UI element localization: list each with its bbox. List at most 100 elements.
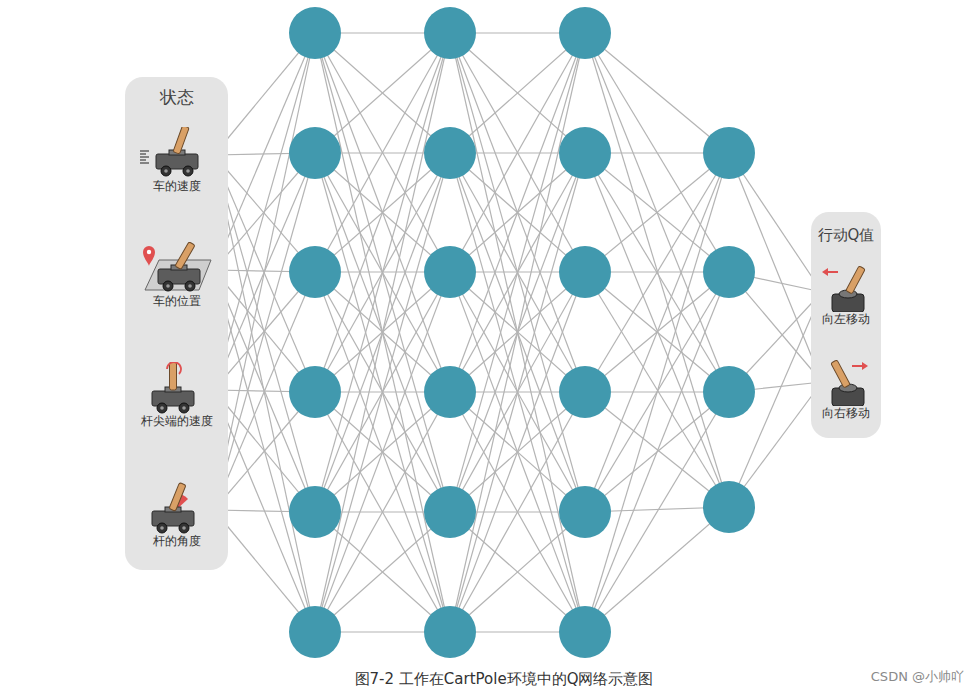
- item-icon: [816, 266, 876, 312]
- panel-heading: 行动Q值: [811, 226, 881, 245]
- pole: [169, 483, 186, 512]
- neuron: [703, 366, 755, 418]
- weight-line: [315, 33, 450, 392]
- item-icon: [137, 127, 217, 179]
- group-panel: 状态车的速度车的位置杆尖端的速度杆的角度: [125, 77, 228, 570]
- pole: [173, 127, 189, 154]
- location-pin: [143, 246, 155, 266]
- state-item: 杆尖端的速度: [131, 362, 222, 429]
- cart-icon: [152, 362, 194, 413]
- neuron: [424, 246, 476, 298]
- weight-line: [585, 153, 729, 512]
- pin-dot: [146, 250, 150, 254]
- neuron: [424, 127, 476, 179]
- neuron: [559, 7, 611, 59]
- group-panel: 行动Q值向左移动向右移动: [811, 212, 881, 438]
- neuron: [289, 486, 341, 538]
- wheel: [179, 523, 189, 533]
- item-label: 向左移动: [815, 312, 877, 327]
- weight-line: [315, 272, 450, 632]
- weight-line: [315, 272, 450, 632]
- neuron: [559, 606, 611, 658]
- watermark: CSDN @小帅吖: [869, 668, 966, 686]
- icon-speed: [140, 127, 198, 176]
- neuron: [289, 127, 341, 179]
- neuron: [559, 486, 611, 538]
- move-arrowhead: [862, 362, 868, 370]
- speed-mark: [140, 159, 146, 160]
- panel-heading: 状态: [125, 86, 228, 109]
- weight-line: [450, 272, 585, 632]
- neuron: [289, 366, 341, 418]
- item-icon: [137, 242, 217, 294]
- weight-line: [450, 512, 585, 632]
- wheel: [161, 166, 171, 176]
- state-item: 杆的角度: [131, 482, 222, 549]
- weight-line: [214, 153, 315, 510]
- icon-left: [822, 266, 865, 312]
- weight-line: [585, 153, 729, 272]
- cart-icon: [158, 242, 200, 291]
- wheel: [183, 166, 193, 176]
- hub: [160, 406, 164, 410]
- hub: [164, 169, 168, 173]
- weight-line: [585, 33, 729, 392]
- weight-line: [315, 33, 450, 632]
- weight-line: [450, 33, 585, 153]
- hub: [166, 284, 170, 288]
- weight-line: [450, 33, 585, 392]
- item-icon: [137, 362, 217, 414]
- neuron: [703, 246, 755, 298]
- speed-mark: [140, 162, 149, 163]
- neuron: [289, 606, 341, 658]
- speed-mark: [140, 153, 146, 154]
- neuron: [424, 486, 476, 538]
- neuron: [424, 366, 476, 418]
- neuron: [424, 7, 476, 59]
- item-label: 车的位置: [131, 294, 222, 309]
- hub: [182, 526, 186, 530]
- weight-line: [450, 33, 585, 632]
- cart-icon: [152, 483, 194, 533]
- weight-line: [585, 33, 729, 153]
- tip-motion: [167, 362, 181, 374]
- weight-line: [450, 33, 585, 632]
- hub: [188, 284, 192, 288]
- state-item: 车的速度: [131, 127, 222, 194]
- cart-body: [152, 391, 194, 406]
- speed-mark: [140, 150, 149, 151]
- weight-line: [315, 512, 450, 632]
- weight-line: [450, 272, 585, 632]
- neuron: [703, 127, 755, 179]
- icon-tip: [152, 362, 194, 413]
- icon-right: [831, 360, 868, 406]
- item-icon: [137, 482, 217, 534]
- move-arrowhead: [822, 268, 828, 276]
- icon-position: [143, 242, 211, 291]
- weight-line: [585, 272, 729, 632]
- item-label: 车的速度: [131, 179, 222, 194]
- cart-body: [152, 511, 194, 526]
- wheel: [185, 281, 195, 291]
- cart-body: [158, 269, 200, 284]
- neurons: [289, 7, 755, 658]
- pole: [169, 362, 176, 390]
- neuron: [703, 481, 755, 533]
- weight-line: [315, 33, 450, 632]
- speed-mark: [140, 156, 149, 157]
- weight-line: [315, 512, 450, 632]
- wheel: [157, 523, 167, 533]
- weight-line: [315, 33, 450, 153]
- connection-lines: [214, 33, 822, 632]
- pole: [846, 266, 865, 294]
- neuron: [559, 127, 611, 179]
- wheel: [163, 281, 173, 291]
- item-label: 杆尖端的速度: [131, 414, 222, 429]
- weight-line: [450, 33, 585, 153]
- hub: [186, 169, 190, 173]
- item-label: 向右移动: [815, 406, 877, 421]
- weight-line: [450, 33, 585, 392]
- neuron: [289, 7, 341, 59]
- neuron: [289, 246, 341, 298]
